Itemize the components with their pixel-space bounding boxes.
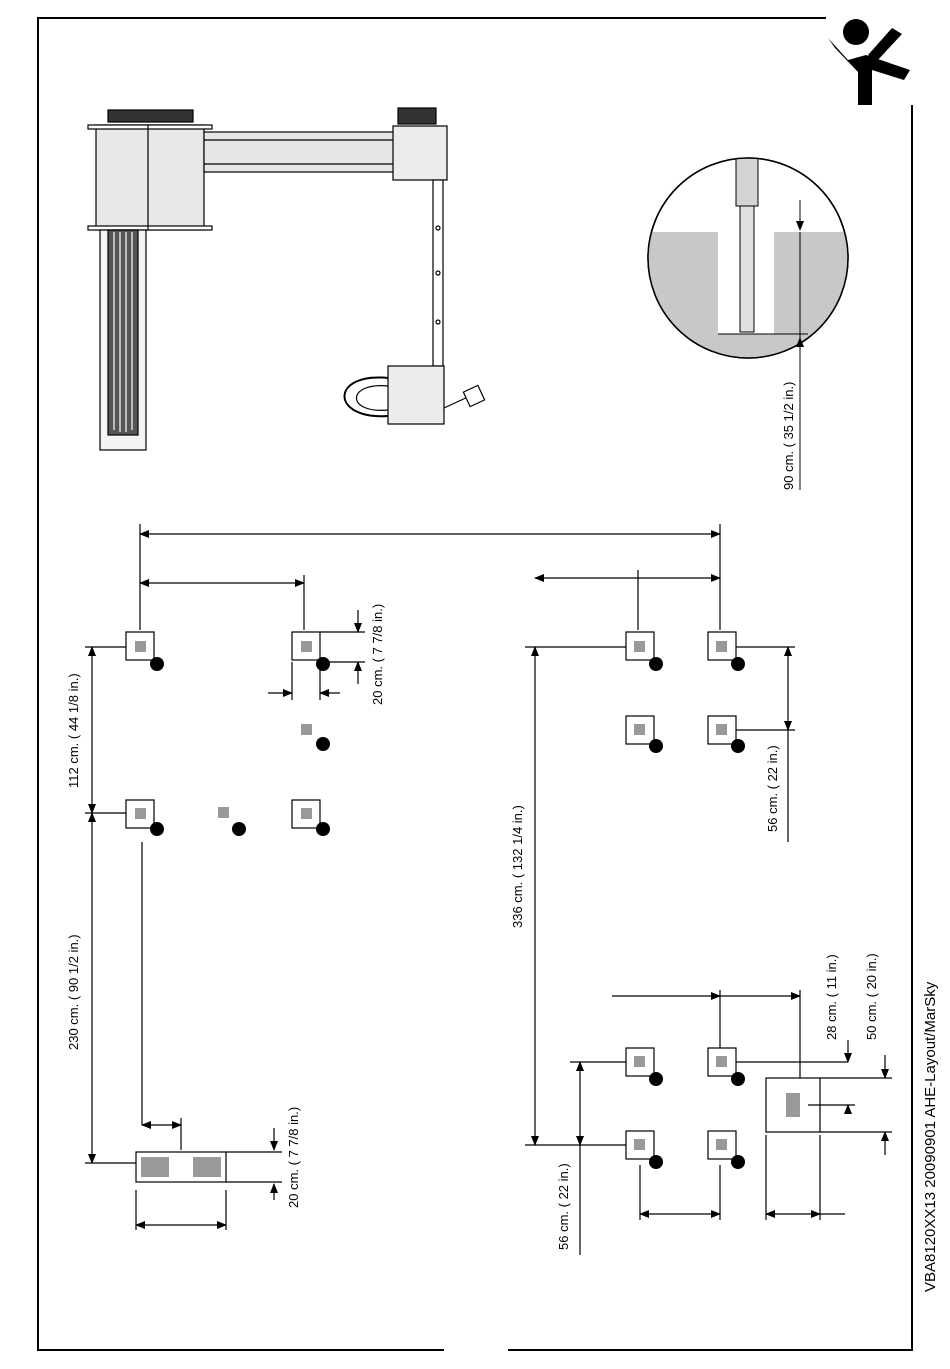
swing-footing [136, 1152, 226, 1182]
footing [626, 716, 663, 753]
right-spacing-top-label: 56 cm. ( 22 in.) [765, 745, 780, 832]
footing [126, 800, 164, 836]
footing [626, 632, 663, 671]
footing [626, 1048, 663, 1086]
right-offset-large-label: 50 cm. ( 20 in.) [864, 953, 879, 1040]
footing [708, 1048, 745, 1086]
footing-size-bottom-label: 20 cm. ( 7 7/8 in.) [286, 1107, 301, 1208]
footing [626, 1131, 663, 1169]
jumping-figure-logo [828, 19, 910, 105]
anchor-detail: 90 cm. ( 35 1/2 in.) [640, 158, 860, 490]
footing [708, 1131, 745, 1169]
footing-layout [140, 524, 720, 630]
right-overall-label: 336 cm. ( 132 1/4 in.) [510, 805, 525, 928]
footing [292, 800, 330, 836]
footing [126, 632, 164, 671]
footing [301, 724, 330, 751]
playset-top-view [88, 108, 485, 450]
right-spacing-bottom-label: 56 cm. ( 22 in.) [556, 1163, 571, 1250]
footing-size-top-label: 20 cm. ( 7 7/8 in.) [370, 604, 385, 705]
footing [708, 716, 745, 753]
footing [708, 632, 745, 671]
document-code: VBA8120XX13 20090901 AHE-Layout/MarSky [922, 981, 939, 1292]
left-dimensions [85, 610, 365, 1230]
left-spacing-2-label: 230 cm. ( 90 1/2 in.) [66, 934, 81, 1050]
footing [292, 632, 330, 671]
footing [218, 807, 246, 836]
depth-label: 90 cm. ( 35 1/2 in.) [781, 382, 796, 490]
right-offset-small-label: 28 cm. ( 11 in.) [824, 954, 839, 1040]
right-footings [626, 632, 820, 1169]
left-footings [126, 632, 330, 1182]
left-spacing-1-label: 112 cm. ( 44 1/8 in.) [66, 673, 81, 788]
